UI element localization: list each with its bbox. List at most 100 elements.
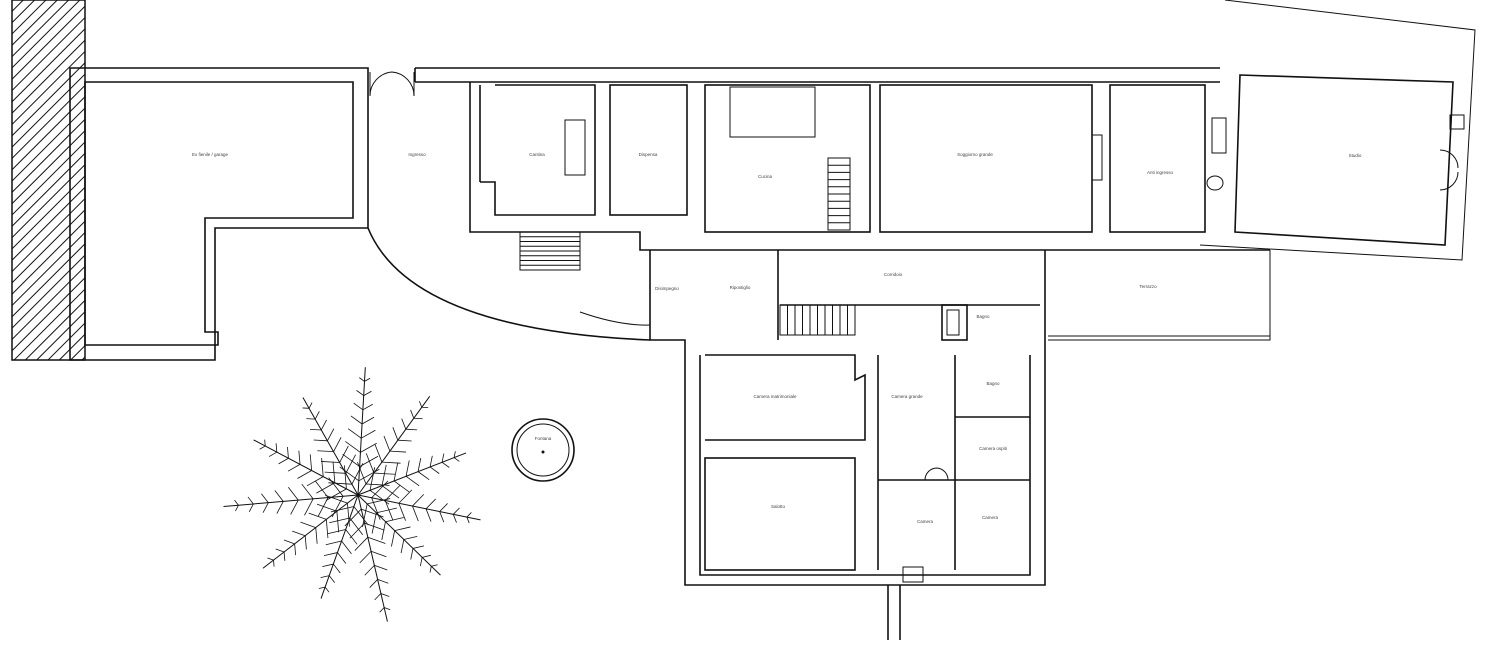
palm-leaflet: [405, 460, 410, 477]
palm-leaflet: [345, 454, 356, 474]
palm-leaflet: [328, 482, 352, 485]
room-label: Camera ospiti: [979, 446, 1007, 451]
palm-frond: [253, 439, 359, 496]
palm-leaflet: [439, 511, 445, 523]
palm-leaflet: [345, 529, 358, 545]
palm-leaflet: [365, 483, 390, 486]
palm-leaflet: [344, 508, 362, 527]
palm-frond: [223, 494, 359, 508]
palm-leaflet: [298, 450, 301, 465]
palm-leaflet: [429, 466, 440, 474]
room-label: Disimpegno: [655, 286, 679, 291]
palm-leaflet: [347, 503, 350, 527]
room-label: Camera: [917, 519, 934, 524]
palm-leaflet: [439, 503, 448, 512]
room-label: Camera matrimoniale: [753, 394, 797, 399]
palm-leaflet: [317, 450, 334, 453]
palm-leaflet: [403, 536, 418, 540]
palm-leaflet: [308, 512, 327, 520]
palm-leaflet: [374, 564, 388, 571]
south-path: [887, 585, 901, 640]
palm-leaflet: [353, 506, 369, 526]
palm-leaflet: [361, 429, 376, 439]
palm-leaflet: [367, 536, 386, 544]
palm-leaflet: [301, 483, 314, 500]
palm-leaflet: [349, 517, 363, 535]
palm-leaflet: [381, 521, 386, 541]
palm-leaflet: [362, 403, 373, 411]
fountain: [511, 418, 575, 482]
room-label: Dispensa: [639, 152, 658, 157]
palm-leaflet: [278, 457, 289, 465]
palm-leaflet: [304, 535, 307, 550]
palm-leaflet: [353, 402, 364, 411]
palm-leaflet: [413, 417, 423, 420]
palm-leaflet: [452, 514, 457, 523]
palm-frond: [357, 494, 388, 622]
palm-leaflet: [429, 566, 432, 573]
palm-leaflet: [297, 470, 312, 479]
palm-leaflet: [381, 464, 387, 486]
palm-leaflet: [384, 607, 391, 611]
palm-leaflet: [453, 451, 456, 458]
boundary-wall-hatched: [11, 0, 86, 361]
palm-leaflet: [324, 586, 330, 593]
palm-leaflet: [400, 539, 405, 554]
room-label: Cantina: [529, 152, 545, 157]
palm-leaflet: [321, 458, 324, 477]
room-label: Ingresso: [408, 152, 426, 157]
palm-leaflet: [374, 593, 382, 601]
palm-leaflet: [369, 467, 376, 491]
top-row-rooms: [479, 0, 1476, 261]
palm-leaflet: [393, 480, 410, 493]
palm-leaflet: [325, 540, 342, 546]
palm-leaflet: [359, 455, 379, 467]
palm-leaflet: [419, 401, 423, 408]
palm-leaflet: [300, 521, 316, 528]
palm-leaflet: [322, 563, 334, 568]
palm-leaflet: [384, 500, 394, 521]
palm-leaflet: [247, 496, 254, 505]
palm-leaflet: [371, 512, 377, 534]
palm-leaflet: [316, 503, 338, 512]
palm-leaflet: [453, 457, 460, 462]
palm-leaflet: [349, 522, 365, 539]
stair-steps: [520, 164, 850, 335]
palm-leaflet: [361, 508, 384, 518]
palm-leaflet: [417, 471, 430, 481]
palm-leaflet: [313, 439, 328, 442]
palm-leaflet: [401, 418, 407, 430]
palm-leaflet: [466, 516, 470, 524]
palm-leaflet: [405, 475, 420, 487]
palm-leaflet: [412, 505, 419, 522]
palm-leaflet: [316, 482, 336, 494]
palm-frond: [357, 494, 441, 576]
palm-leaflet: [371, 480, 389, 499]
palm-leaflet: [381, 485, 400, 499]
palm-leaflet: [359, 377, 365, 382]
palm-leaflet: [329, 517, 350, 524]
palm-leaflet: [320, 575, 330, 578]
palm-leaflet: [345, 441, 361, 453]
palm-leaflet: [318, 586, 326, 589]
palm-leaflet: [339, 445, 349, 463]
palm-leaflet: [376, 507, 397, 514]
palm-leaflet: [336, 511, 340, 533]
palm-leaflet: [320, 419, 327, 431]
palm-leaflet: [363, 390, 372, 396]
palm-leaflet: [356, 390, 364, 396]
palm-leaflet: [290, 499, 299, 515]
palm-leaflet: [283, 539, 295, 545]
palm-leaflet: [466, 512, 472, 518]
palm-leaflet: [385, 517, 404, 523]
palm-leaflet: [374, 444, 383, 463]
palm-leaflet: [360, 442, 377, 453]
palm-leaflet: [380, 593, 390, 597]
room-label: Bagno: [986, 381, 1000, 386]
palm-leaflet: [354, 536, 369, 551]
palm-leaflet: [379, 607, 385, 613]
palm-leaflet: [425, 508, 432, 522]
palm-leaflet: [262, 502, 269, 513]
palm-leaflet: [325, 519, 329, 539]
palm-leaflet: [361, 416, 375, 425]
